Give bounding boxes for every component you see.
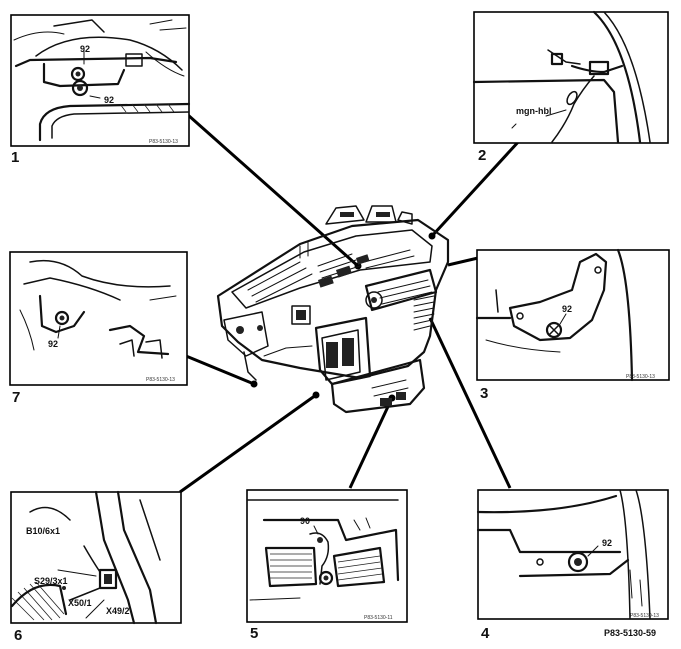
leader-dot-1: [354, 262, 362, 270]
leader-dot-7: [250, 380, 258, 388]
panel-7-callout-92: 92: [48, 339, 58, 349]
leader-dot-6: [312, 391, 320, 399]
panel-1-callout-92-top: 92: [80, 44, 90, 54]
panel-6-callout-s29-3x1: S29/3x1: [34, 576, 68, 586]
panel-6-callout-x49-2: X49/2: [106, 606, 130, 616]
panel-6-callout-x50-1: X50/1: [68, 598, 92, 608]
panel-1-number: 1: [11, 149, 19, 166]
detail-panel-1: 92 92 P83-5130-13 1: [10, 14, 191, 166]
panel-1-photo-ref: P83-5130-13: [149, 139, 178, 145]
leader-panel-4: [428, 317, 512, 489]
panel-3-number: 3: [480, 385, 488, 402]
panel-5-photo-ref: P83-5130-11: [364, 615, 393, 621]
leader-panel-7: [185, 354, 255, 386]
panel-3-photo-ref: P83-5130-13: [626, 374, 655, 380]
panel-5-number: 5: [250, 625, 258, 642]
panel-3-callout-92: 92: [562, 304, 572, 314]
leader-dot-2: [428, 232, 436, 240]
panel-6-number: 6: [14, 627, 22, 644]
panel-6-frame: [10, 491, 182, 624]
panel-2-frame: [473, 11, 669, 144]
panel-7-number: 7: [12, 389, 20, 406]
panel-7-photo-ref: P83-5130-13: [146, 377, 175, 383]
panel-2-wire-color-label: mgn-hbl: [516, 106, 552, 116]
panel-2-number: 2: [478, 147, 486, 164]
leader-lines: [179, 113, 522, 494]
panel-4-photo-ref: P83-5130-13: [630, 613, 659, 619]
panel-1-frame: [10, 14, 190, 147]
panel-5-callout-90: 90: [300, 516, 310, 526]
detail-panel-4: 92 P83-5130-13 4: [476, 489, 669, 642]
central-heater-assembly: [216, 205, 450, 414]
panel-1-callout-92-bottom: 92: [104, 95, 114, 105]
panel-7-frame: [9, 251, 188, 386]
panel-4-number: 4: [481, 625, 490, 642]
detail-panel-7: 92 P83-5130-13 7: [9, 251, 188, 406]
panel-4-callout-92: 92: [602, 538, 612, 548]
detail-panel-6: B10/6x1 S29/3x1 X50/1 X49/2 6: [10, 490, 182, 644]
detail-panel-2: mgn-hbl 2: [472, 10, 669, 164]
leader-panel-6: [179, 393, 317, 494]
figure-reference-code: P83-5130-59: [604, 628, 656, 638]
detail-panel-3: 92 P83-5130-13 3: [475, 248, 670, 402]
panel-3-frame: [476, 249, 670, 381]
leader-panel-2: [430, 138, 522, 238]
leader-panel-3: [447, 256, 479, 267]
leader-panel-1: [187, 113, 359, 268]
detail-panel-5: 90 P83-5130-11 5: [246, 489, 408, 642]
leader-panel-5: [348, 397, 394, 489]
panel-6-callout-b10-6x1: B10/6x1: [26, 526, 60, 536]
